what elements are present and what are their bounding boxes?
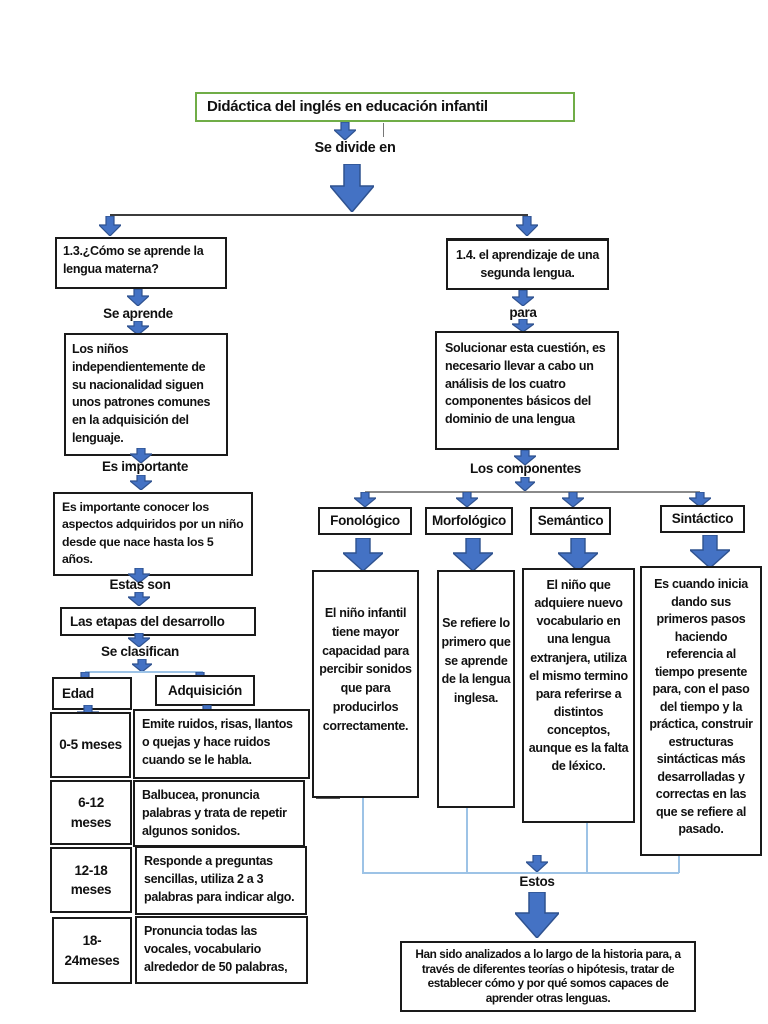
desc-box-semantico: El niño que adquiere nuevo vocabulario e… (522, 568, 635, 823)
label-se-clasifican: Se clasifican (101, 644, 179, 659)
down-arrow-icon (97, 215, 123, 237)
box-1-3-lengua-materna: 1.3.¿Cómo se aprende la lengua materna? (55, 237, 227, 289)
down-arrow-icon (688, 534, 732, 569)
component-box-sintactico: Sintáctico (660, 505, 745, 533)
desc-box-sintactico: Es cuando inicia dando sus primeros paso… (640, 566, 762, 856)
desc-text: El niño que adquiere nuevo vocabulario e… (528, 578, 629, 774)
down-arrow-icon (125, 288, 151, 307)
box-solucionar-text: Solucionar esta cuestión, es necesario l… (445, 341, 606, 426)
down-arrow-icon (341, 537, 385, 572)
desc-text: Se refiere lo primero que se aprende de … (441, 616, 511, 705)
title-box: Didáctica del inglés en educación infant… (195, 92, 575, 122)
desc-box-morfologico: Se refiere lo primero que se aprende de … (437, 570, 515, 808)
down-arrow-icon (513, 476, 537, 492)
table-row-age: 12-18 meses (50, 847, 132, 913)
component-box-semantico: Semántico (530, 507, 611, 535)
age-cell-text: 18- 24meses (64, 933, 120, 968)
box-etapas-text: Las etapas del desarrollo (70, 614, 225, 629)
desc-cell-text: Emite ruidos, risas, llantos o quejas y … (142, 717, 293, 767)
desc-cell-text: Responde a preguntas sencillas, utiliza … (144, 854, 295, 904)
component-name-text: Fonológico (330, 513, 400, 529)
age-cell-text: 12-18 meses (70, 862, 112, 897)
label-se-aprende: Se aprende (103, 306, 173, 321)
box-conclusion: Han sido analizados a lo largo de la his… (400, 941, 696, 1012)
component-name-text: Sintáctico (671, 511, 734, 527)
down-arrow-icon (556, 537, 600, 572)
down-arrow-icon (510, 318, 536, 333)
table-row-desc: Pronuncia todas las vocales, vocabulario… (135, 916, 308, 984)
down-arrow-icon (454, 491, 480, 508)
table-row-age: 18- 24meses (52, 917, 132, 984)
desc-cell-text: Pronuncia todas las vocales, vocabulario… (144, 924, 288, 974)
table-row-age: 0-5 meses (50, 712, 131, 778)
connector-line (362, 872, 679, 874)
table-header-adquisicion: Adquisición (155, 675, 255, 706)
box-etapas-desarrollo: Las etapas del desarrollo (60, 607, 256, 637)
component-box-fonologico: Fonológico (318, 507, 412, 535)
box-aspectos-adquiridos: Es importante conocer los aspectos adqui… (53, 492, 253, 576)
component-box-morfologico: Morfológico (425, 507, 513, 535)
age-cell-text: 0-5 meses (59, 737, 122, 753)
down-arrow-icon (125, 320, 151, 336)
divider-label: Se divide en (314, 140, 396, 156)
connector-line (362, 798, 364, 873)
big-down-arrow-icon (328, 163, 376, 214)
down-arrow-icon (126, 567, 152, 584)
down-arrow-icon (451, 537, 495, 572)
table-row-desc: Emite ruidos, risas, llantos o quejas y … (133, 709, 310, 779)
down-arrow-icon (510, 289, 536, 307)
desc-cell-text: Balbucea, pronuncia palabras y trata de … (142, 788, 287, 838)
down-arrow-icon (352, 491, 378, 508)
table-split-line (85, 671, 203, 673)
desc-text: Es cuando inicia dando sus primeros paso… (649, 577, 753, 836)
down-arrow-icon (514, 215, 540, 237)
box-ninos-text: Los niños independientemente de su nacio… (72, 342, 211, 445)
connector-line (586, 823, 588, 873)
table-row-desc: Responde a preguntas sencillas, utiliza … (135, 846, 307, 915)
box-1-4-text: 1.4. el aprendizaje de una segunda lengu… (456, 247, 599, 280)
down-arrow-icon (128, 447, 154, 464)
down-arrow-icon (332, 121, 358, 141)
down-arrow-icon (512, 449, 538, 466)
desc-box-fonologico: El niño infantil tiene mayor capacidad p… (312, 570, 419, 798)
component-name-text: Semántico (537, 513, 604, 529)
label-estas-son: Estas son (109, 577, 171, 592)
components-split-line (365, 491, 700, 493)
connector-line (383, 123, 384, 137)
down-arrow-icon (524, 854, 550, 873)
label-los-componentes: Los componentes (469, 461, 581, 476)
box-solucionar: Solucionar esta cuestión, es necesario l… (435, 331, 619, 450)
box-aspectos-text: Es importante conocer los aspectos adqui… (62, 500, 244, 567)
page-title: Didáctica del inglés en educación infant… (207, 98, 488, 116)
branch-split-line (110, 214, 528, 216)
down-arrow-icon (128, 474, 154, 491)
down-arrow-icon (130, 658, 154, 673)
box-1-3-text: 1.3.¿Cómo se aprende la lengua materna? (63, 244, 204, 276)
big-down-arrow-icon (513, 891, 561, 940)
down-arrow-icon (126, 632, 152, 648)
conclusion-text: Han sido analizados a lo largo de la his… (415, 947, 681, 1006)
header-edad-text: Edad (62, 686, 94, 701)
age-cell-text: 6-12 meses (70, 795, 112, 830)
connector-line (678, 856, 680, 873)
table-row-desc: Balbucea, pronuncia palabras y trata de … (133, 780, 305, 848)
box-1-4-segunda-lengua: 1.4. el aprendizaje de una segunda lengu… (446, 238, 609, 290)
box-ninos-patrones: Los niños independientemente de su nacio… (64, 333, 228, 456)
component-name-text: Morfológico (432, 513, 506, 529)
label-para: para (509, 305, 537, 320)
down-arrow-icon (126, 591, 152, 607)
label-es-importante: Es importante (101, 459, 189, 474)
table-row-age: 6-12 meses (50, 780, 132, 845)
down-arrow-icon (560, 491, 586, 508)
label-estos: Estos (519, 874, 555, 889)
desc-text: El niño infantil tiene mayor capacidad p… (319, 606, 412, 733)
down-arrow-icon (687, 491, 713, 508)
connector-line (466, 808, 468, 873)
header-adquisicion-text: Adquisición (168, 682, 242, 698)
